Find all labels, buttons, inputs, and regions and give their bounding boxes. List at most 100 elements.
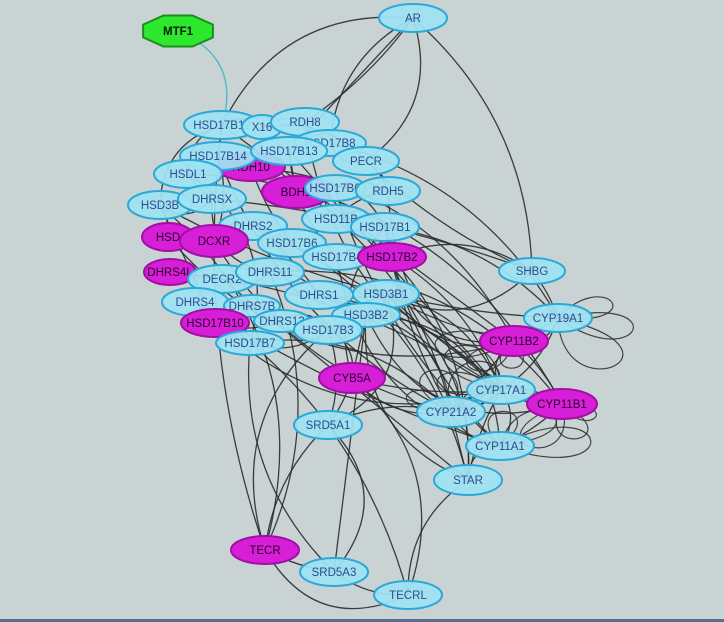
- node-cyp19a1[interactable]: CYP19A1: [523, 303, 593, 333]
- node-hsd17b3[interactable]: HSD17B3: [293, 315, 363, 345]
- edge-tecr-dhrs11[interactable]: [264, 271, 299, 551]
- node-shape-hsd17b2[interactable]: [357, 242, 427, 272]
- node-shape-hsd17b3[interactable]: [293, 315, 363, 345]
- node-label-hsd17b13: HSD17B13: [260, 146, 318, 158]
- edge-tecrl-star[interactable]: [407, 479, 469, 596]
- node-label-dcxr: DCXR: [198, 236, 231, 248]
- node-label-star: STAR: [453, 475, 483, 487]
- node-shape-cyp11b1[interactable]: [526, 388, 598, 420]
- node-shape-cyp17a1[interactable]: [466, 375, 536, 405]
- node-hsd17b7[interactable]: HSD17B7: [215, 330, 285, 356]
- edge-tecr-hsd17b3[interactable]: [252, 329, 329, 551]
- node-shape-cyp21a2[interactable]: [416, 396, 486, 428]
- node-srd5a1[interactable]: SRD5A1: [293, 410, 363, 440]
- edge-hsd17b7-srd5a3[interactable]: [247, 342, 335, 573]
- node-hsd17b1[interactable]: HSD17B1: [350, 212, 420, 242]
- node-label-hsd3b: HSD3B: [141, 200, 180, 212]
- node-pecr[interactable]: PECR: [332, 146, 400, 176]
- node-shape-hsd17b13[interactable]: [250, 136, 328, 166]
- node-label-hsd17b6: HSD17B6: [309, 183, 360, 195]
- edge-loop-cyp11a1-0[interactable]: [487, 410, 518, 447]
- node-label-ar: AR: [405, 13, 421, 25]
- node-hsdl1[interactable]: HSDL1: [153, 159, 223, 189]
- node-hsd3b[interactable]: HSD3B: [127, 190, 193, 220]
- node-label-dhrs7b: DHRS7B: [229, 301, 276, 313]
- node-shape-shbg[interactable]: [498, 257, 566, 285]
- node-shape-cyp11b2[interactable]: [479, 325, 549, 357]
- node-cyp11b1[interactable]: CYP11B1: [526, 388, 598, 420]
- node-hsd17b6[interactable]: HSD17B6: [304, 174, 366, 202]
- edge-loop-cyp11a1-2[interactable]: [499, 426, 592, 458]
- node-label-dhrsx: DHRSX: [192, 194, 233, 206]
- edge-tecr-srd5a1[interactable]: [264, 424, 329, 551]
- edge-ar-shbg[interactable]: [412, 17, 533, 272]
- node-label-srd5a3: SRD5A3: [312, 567, 357, 579]
- node-cyp11b2[interactable]: CYP11B2: [479, 325, 549, 357]
- node-shape-pecr[interactable]: [332, 146, 400, 176]
- node-shape-srd5a1[interactable]: [293, 410, 363, 440]
- node-label-dhrs11: DHRS11: [248, 267, 293, 279]
- node-dhrs1[interactable]: DHRS1: [284, 280, 354, 310]
- edge-ar-rdh8[interactable]: [304, 17, 414, 123]
- node-hsd17b4[interactable]: HSD17B4: [302, 243, 372, 271]
- node-shape-dcxr[interactable]: [179, 224, 249, 258]
- edge-srd5a3-hsd3b2[interactable]: [333, 314, 367, 573]
- node-label-shbg: SHBG: [516, 266, 549, 278]
- edge-loop-cyp19a1-2[interactable]: [557, 317, 624, 370]
- node-label-hsd3b1: HSD3B1: [364, 289, 409, 301]
- node-tecr[interactable]: TECR: [230, 535, 300, 565]
- node-shape-cyp19a1[interactable]: [523, 303, 593, 333]
- node-shape-dhrs11[interactable]: [235, 257, 305, 287]
- node-dcxr[interactable]: DCXR: [179, 224, 249, 258]
- node-mtf1[interactable]: MTF1: [142, 14, 214, 48]
- node-shape-hsd17b1[interactable]: [350, 212, 420, 242]
- node-dhrsx[interactable]: DHRSX: [177, 184, 247, 214]
- node-ar[interactable]: AR: [378, 3, 448, 33]
- node-label-hsd17b2: HSD17B2: [366, 252, 417, 264]
- node-shape-hsdl1[interactable]: [153, 159, 223, 189]
- node-dhrs4l[interactable]: DHRS4L: [143, 258, 197, 286]
- edge-loop-cyp17a1-2[interactable]: [443, 344, 502, 391]
- node-shape-ar[interactable]: [378, 3, 448, 33]
- node-label-tecr: TECR: [249, 545, 280, 557]
- node-cyp17a1[interactable]: CYP17A1: [466, 375, 536, 405]
- edge-ar-pecr[interactable]: [365, 17, 422, 162]
- node-star[interactable]: STAR: [433, 464, 503, 496]
- edge-dhrs11-cyp11b1[interactable]: [269, 270, 563, 405]
- node-shape-rdh5[interactable]: [355, 176, 421, 206]
- node-label-rdh5: RDH5: [372, 186, 403, 198]
- node-shape-mtf1[interactable]: [142, 14, 214, 48]
- node-shape-srd5a3[interactable]: [299, 557, 369, 587]
- node-cyb5a[interactable]: CYB5A: [318, 362, 386, 394]
- edge-hsd17b6b-star[interactable]: [291, 242, 469, 481]
- edge-loop-cyp19a1-1[interactable]: [557, 312, 634, 340]
- node-cyp11a1[interactable]: CYP11A1: [465, 431, 535, 461]
- node-hsd17b13[interactable]: HSD17B13: [250, 136, 328, 166]
- node-label-hsd17b14: HSD17B14: [189, 151, 247, 163]
- node-shape-tecr[interactable]: [230, 535, 300, 565]
- node-srd5a3[interactable]: SRD5A3: [299, 557, 369, 587]
- edge-loop-cyp21a2-1[interactable]: [419, 369, 459, 413]
- node-tecrl[interactable]: TECRL: [373, 580, 443, 610]
- edge-hsd11b-cyp21a2[interactable]: [335, 218, 452, 413]
- node-shape-dhrsx[interactable]: [177, 184, 247, 214]
- node-shape-cyb5a[interactable]: [318, 362, 386, 394]
- edge-loop-cyp11b2-2[interactable]: [434, 330, 515, 358]
- edge-ar-hsd17b8[interactable]: [329, 17, 414, 144]
- node-shbg[interactable]: SHBG: [498, 257, 566, 285]
- node-shape-hsd17b7[interactable]: [215, 330, 285, 356]
- edge-srd5a1-tecrl[interactable]: [327, 424, 409, 596]
- node-shape-hsd17b10[interactable]: [180, 308, 250, 338]
- edge-tecrl-cyb5a[interactable]: [351, 377, 423, 596]
- node-hsd17b10[interactable]: HSD17B10: [180, 308, 250, 338]
- node-shape-tecrl[interactable]: [373, 580, 443, 610]
- node-hsd17b2[interactable]: HSD17B2: [357, 242, 427, 272]
- node-cyp21a2[interactable]: CYP21A2: [416, 396, 486, 428]
- node-rdh5[interactable]: RDH5: [355, 176, 421, 206]
- edge-srd5a1-srd5a3[interactable]: [327, 424, 365, 573]
- node-dhrs11[interactable]: DHRS11: [235, 257, 305, 287]
- node-shape-cyp11a1[interactable]: [465, 431, 535, 461]
- node-shape-star[interactable]: [433, 464, 503, 496]
